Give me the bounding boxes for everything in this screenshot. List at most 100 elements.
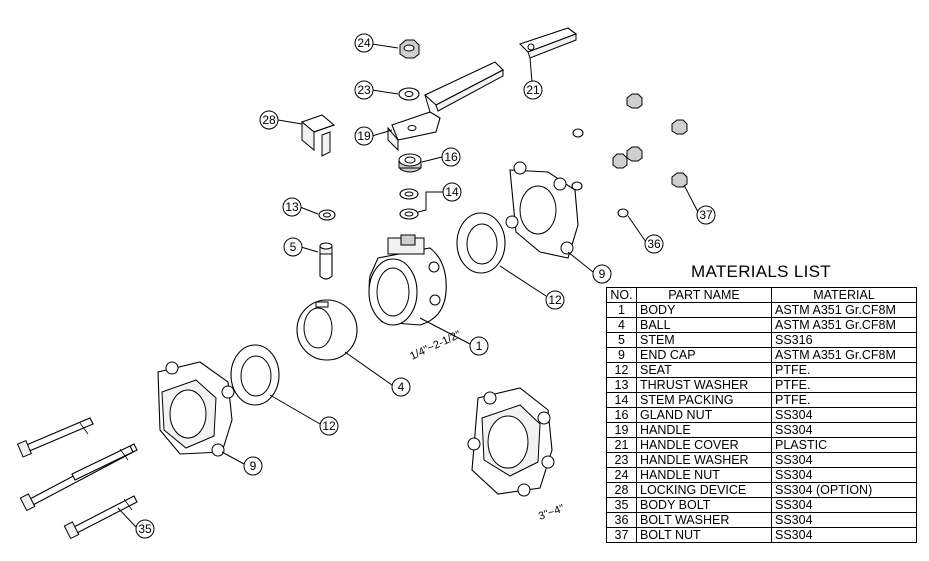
seat-left-part [230,344,280,406]
row-part-name: BALL [636,317,772,333]
endcap-size-range-label: 3"~4" [537,502,566,522]
row-no: 24 [606,467,637,483]
header-part-name: PART NAME [636,287,772,303]
row-no: 37 [606,527,637,543]
svg-text:12: 12 [322,419,336,433]
row-material: SS304 [771,527,917,543]
row-material: SS304 [771,467,917,483]
row-no: 16 [606,407,637,423]
header-material: MATERIAL [771,287,917,303]
svg-text:9: 9 [599,267,606,281]
large-end-cap-part [467,387,555,497]
row-part-name: HANDLE NUT [636,467,772,483]
row-material: SS304 (OPTION) [771,482,917,498]
svg-text:12: 12 [548,293,562,307]
row-part-name: HANDLE [636,422,772,438]
svg-text:16: 16 [444,150,458,164]
stem-part [319,242,333,280]
svg-text:37: 37 [699,208,713,222]
svg-text:1: 1 [476,339,483,353]
row-material: SS304 [771,407,917,423]
materials-list-title: MATERIALS LIST [691,262,831,281]
row-part-name: THRUST WASHER [636,377,772,393]
callout-36: 36 [644,234,664,254]
callout-1: 1 [469,336,489,356]
row-part-name: SEAT [636,362,772,378]
handle-cover-part [518,27,578,59]
row-material: SS316 [771,332,917,348]
row-part-name: BOLT NUT [636,527,772,543]
callout-24: 24 [354,33,374,53]
callout-23: 23 [354,80,374,100]
callout-35: 35 [135,519,155,539]
row-part-name: BODY [636,302,772,318]
callout-9-left: 9 [243,456,263,476]
row-no: 21 [606,437,637,453]
row-part-name: GLAND NUT [636,407,772,423]
thrust-washer-part [318,209,336,221]
row-part-name: BOLT WASHER [636,512,772,528]
row-no: 19 [606,422,637,438]
row-material: SS304 [771,422,917,438]
stem-packing-part [399,188,419,220]
end-cap-right-part [505,161,579,259]
svg-text:35: 35 [138,522,152,536]
row-no: 12 [606,362,637,378]
locking-device-part [300,114,336,157]
row-part-name: BODY BOLT [636,497,772,513]
row-material: PTFE. [771,377,917,393]
callout-21: 21 [523,80,543,100]
table-header-row: NO. PART NAME MATERIAL [606,287,917,303]
svg-text:9: 9 [250,459,257,473]
handle-washer-part [398,87,420,101]
svg-text:28: 28 [262,113,276,127]
handle-part [387,61,504,152]
row-material: SS304 [771,497,917,513]
leader-lines [117,43,699,528]
row-material: ASTM A351 Gr.CF8M [771,302,917,318]
row-no: 23 [606,452,637,468]
row-no: 14 [606,392,637,408]
body-size-range-label: 1/4"~2-1/2" [408,329,463,363]
row-no: 9 [606,347,637,363]
svg-text:14: 14 [445,185,459,199]
row-material: PTFE. [771,362,917,378]
svg-text:23: 23 [357,83,371,97]
header-no: NO. [606,287,637,303]
svg-text:13: 13 [285,200,299,214]
row-material: ASTM A351 Gr.CF8M [771,347,917,363]
row-no: 1 [606,302,637,318]
svg-text:36: 36 [647,237,661,251]
callout-9-right: 9 [592,264,612,284]
callout-16: 16 [441,147,461,167]
row-part-name: STEM PACKING [636,392,772,408]
row-no: 36 [606,512,637,528]
callout-12-left: 12 [319,416,339,436]
svg-text:19: 19 [357,129,371,143]
bolt-nuts-washers-part [571,93,688,218]
row-part-name: HANDLE WASHER [636,452,772,468]
row-no: 5 [606,332,637,348]
callout-13: 13 [282,197,302,217]
seat-right-part [456,212,506,274]
row-material: SS304 [771,452,917,468]
callout-4: 4 [391,377,411,397]
ball-part [296,299,358,361]
row-material: PLASTIC [771,437,917,453]
svg-text:24: 24 [357,36,371,50]
svg-text:5: 5 [290,240,297,254]
callout-37: 37 [696,205,716,225]
body-bolts-part [16,417,138,540]
